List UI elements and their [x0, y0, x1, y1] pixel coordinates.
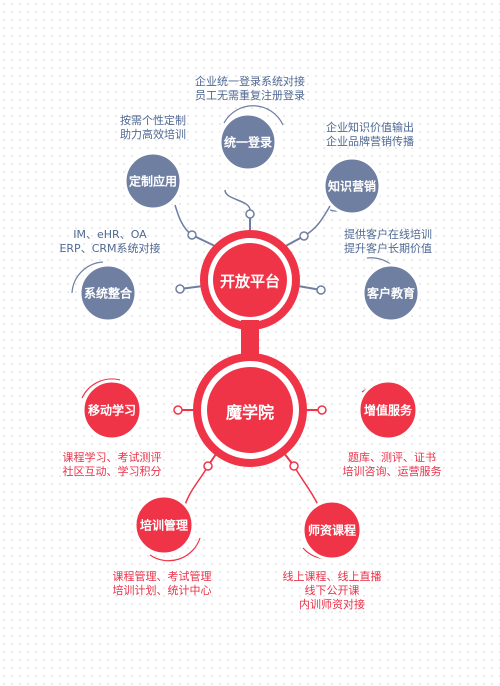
mobile-node	[81, 379, 143, 441]
value-description: 题库、测评、证书 培训咨询、运营服务	[342, 451, 442, 478]
teacher-node	[301, 499, 363, 561]
platform-hub-label: 开放平台	[219, 272, 281, 291]
mobile-description: 课程学习、考试测评 社区互动、学习积分	[62, 451, 162, 478]
custom-description: 按需个性定制 助力高效培训	[120, 114, 186, 141]
system-label: 系统整合	[83, 286, 133, 301]
value-node	[357, 379, 419, 441]
teacher-label: 师资课程	[307, 523, 357, 538]
login-description: 企业统一登录系统对接 员工无需重复注册登录	[195, 75, 305, 102]
system-description: IM、eHR、OA ERP、CRM系统对接	[59, 228, 161, 255]
system-node	[78, 263, 138, 323]
login-node	[218, 112, 278, 172]
academy-hub-core	[207, 367, 293, 453]
knowledge-node	[322, 156, 382, 216]
knowledge-description: 企业知识价值输出 企业品牌营销传播	[326, 121, 414, 148]
value-label: 增值服务	[363, 403, 413, 418]
custom-label: 定制应用	[128, 174, 178, 189]
custom-node	[123, 151, 183, 211]
training-node	[133, 494, 195, 556]
customer-label: 客户教育	[366, 286, 416, 301]
training-label: 培训管理	[139, 518, 189, 533]
customer-description: 提供客户在线培训 提升客户长期价值	[344, 228, 432, 255]
academy-hub-label: 魔学院	[225, 403, 275, 422]
endpoint-dots	[173, 209, 327, 471]
knowledge-label: 知识营销	[327, 179, 377, 194]
customer-node	[361, 263, 421, 323]
mobile-label: 移动学习	[87, 403, 137, 418]
platform-hub-core	[213, 243, 287, 317]
teacher-description: 线上课程、线上直播 线下公开课 内训师资对接	[282, 570, 382, 611]
login-label: 统一登录	[223, 135, 273, 150]
training-description: 课程管理、考试管理 培训计划、统计中心	[112, 570, 212, 597]
